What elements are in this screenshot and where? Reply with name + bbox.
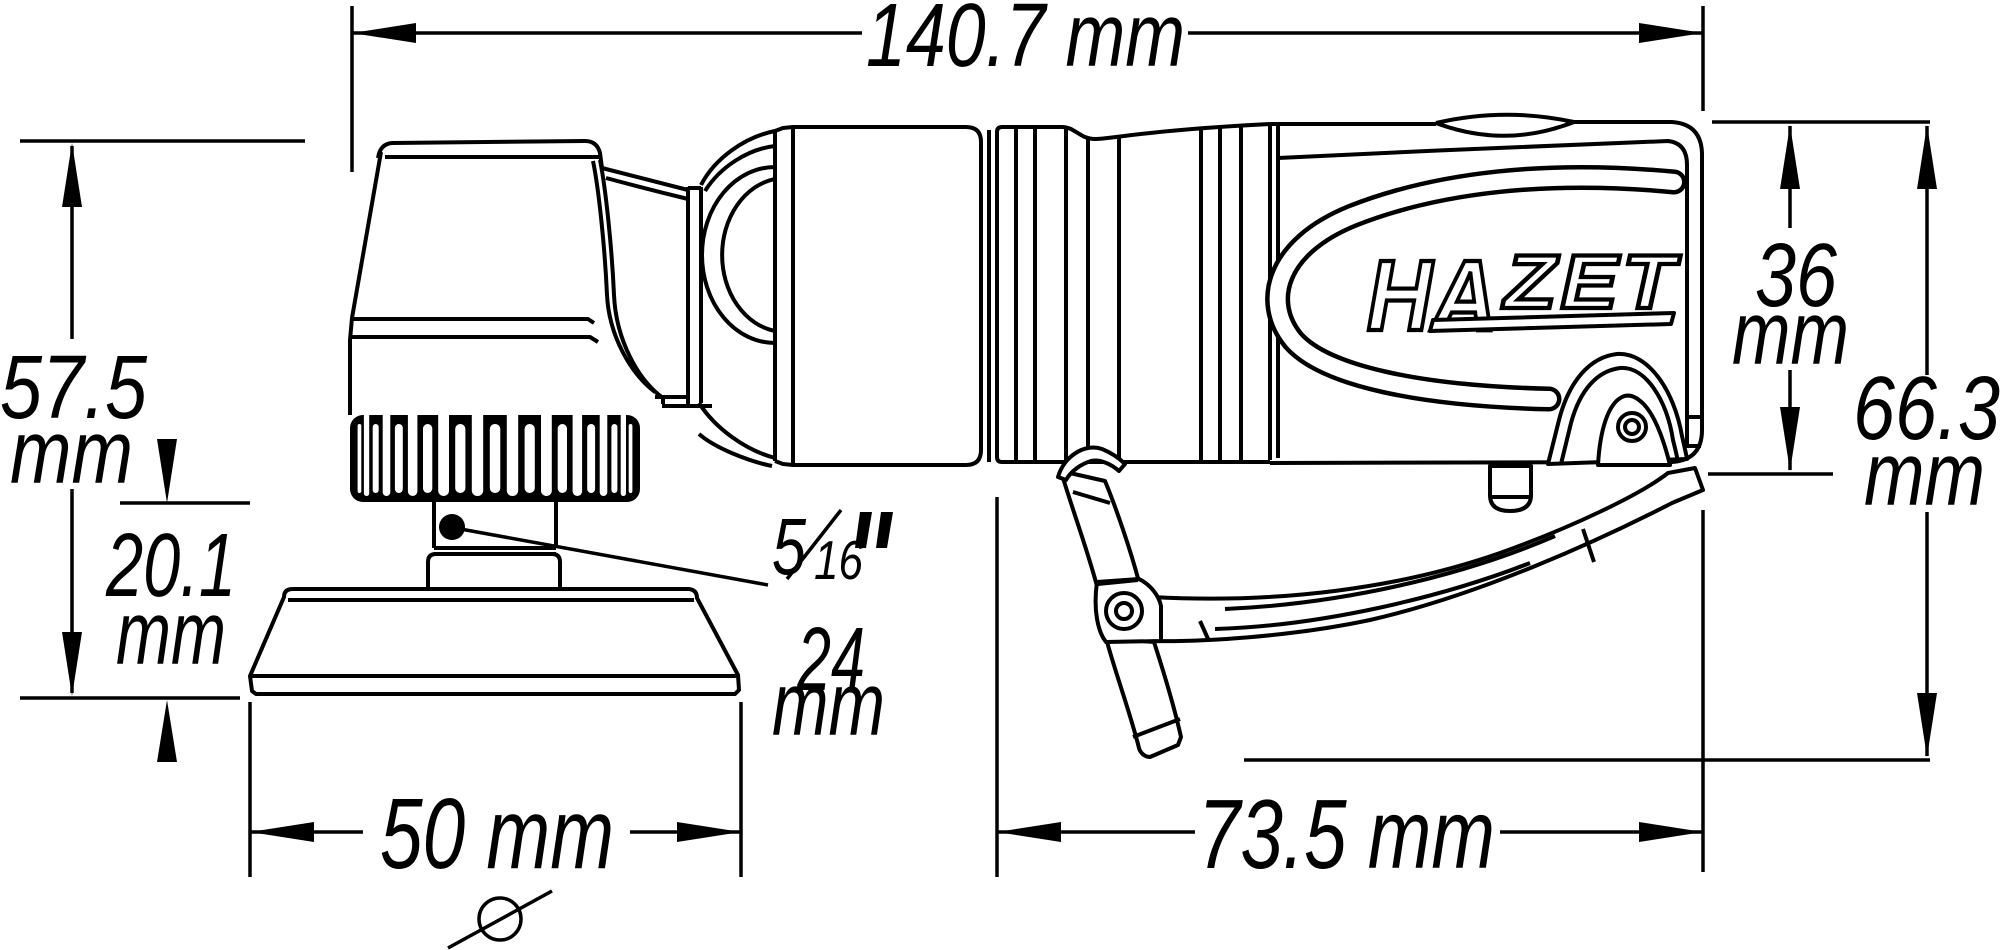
svg-text:mm: mm [116, 584, 226, 684]
svg-text:140.7 mm: 140.7 mm [866, 0, 1185, 86]
svg-text:mm: mm [10, 403, 133, 503]
svg-text:HA: HA [1367, 240, 1497, 352]
svg-text:66.3: 66.3 [1853, 359, 2000, 459]
svg-text:mm: mm [772, 655, 885, 755]
svg-text:mm: mm [1864, 425, 1985, 525]
svg-text:16: 16 [814, 529, 863, 591]
svg-text:57.5: 57.5 [0, 338, 148, 438]
svg-text:73.5 mm: 73.5 mm [1198, 779, 1495, 889]
svg-text:24: 24 [796, 610, 865, 710]
svg-text:mm: mm [1732, 284, 1849, 384]
svg-text:36: 36 [1755, 226, 1838, 326]
svg-text:50 mm: 50 mm [380, 778, 614, 890]
svg-text:20.1: 20.1 [105, 516, 236, 616]
svg-text:ZET: ZET [1502, 240, 1681, 325]
